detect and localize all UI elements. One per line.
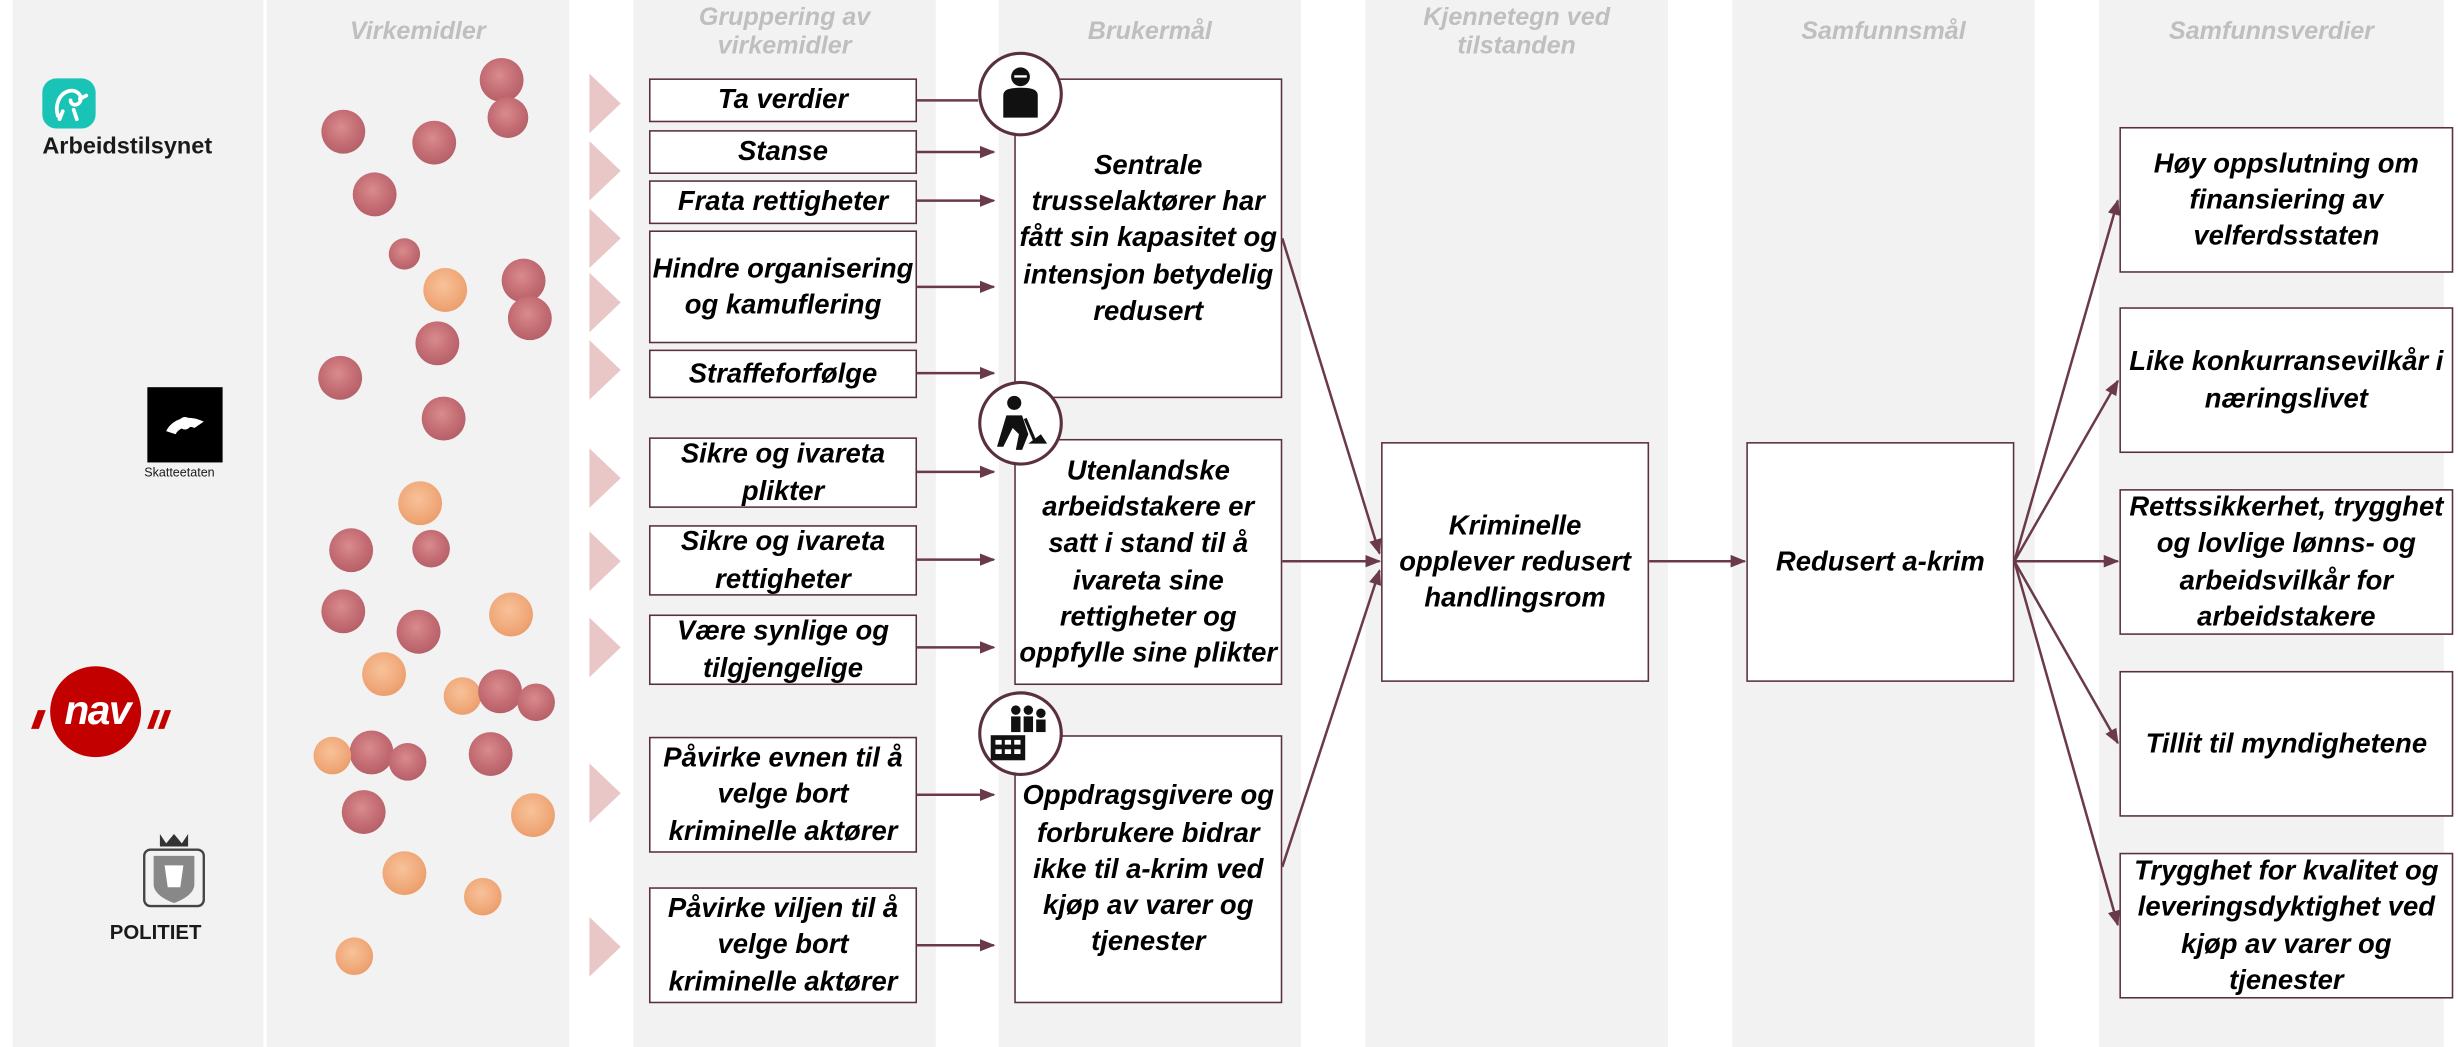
politiet-logo: POLITIET — [97, 828, 254, 947]
person-icon — [978, 51, 1063, 137]
virkemiddel-dot — [396, 609, 441, 654]
group-stanse: Stanse — [648, 130, 918, 175]
virkemiddel-dot — [489, 592, 533, 637]
virkemiddel-dot — [479, 58, 524, 102]
chevron-arrow — [589, 208, 621, 269]
arrow-s-v2 — [2013, 379, 2119, 562]
verdi-trygghet-kjop: Trygghet for kvalitet og leveringsdyktig… — [2119, 852, 2454, 999]
virkemiddel-dot — [321, 109, 366, 154]
arrow-s-v4 — [2013, 560, 2119, 745]
virkemiddel-dot — [318, 355, 363, 400]
verdi-konkurransevilkar: Like konkurransevilkår i næringslivet — [2119, 307, 2454, 454]
group-ta-verdier: Ta verdier — [648, 78, 918, 123]
politiet-label: POLITIET — [109, 920, 202, 944]
virkemiddel-dot — [421, 396, 466, 441]
virkemiddel-dot — [468, 732, 513, 776]
virkemiddel-dot — [464, 877, 502, 916]
header-kjennetegn: Kjennetegn ved tilstanden — [1423, 4, 1611, 60]
virkemiddel-dot — [415, 321, 460, 366]
group-synlige-tilgjengelige: Være synlige og tilgjengelige — [648, 614, 918, 686]
brukermal-utenlandske-arbeidstakere: Utenlandske arbeidstakere er satt i stan… — [1014, 438, 1283, 686]
verdi-rettssikkerhet: Rettssikkerhet, trygghet og lovlige lønn… — [2119, 489, 2454, 635]
virkemiddel-dot — [329, 528, 374, 573]
virkemiddel-dot — [335, 937, 374, 976]
virkemiddel-dot — [352, 172, 397, 217]
virkemiddel-dot — [478, 669, 523, 714]
brukermal-trusselaktorer: Sentrale trusselaktører har fått sin kap… — [1014, 78, 1283, 399]
skatteetaten-label: Skatteetaten — [144, 465, 215, 480]
header-virkemidler: Virkemidler — [349, 18, 486, 46]
skatteetaten-mark-icon — [147, 387, 223, 463]
virkemiddel-dot — [321, 589, 366, 634]
header-samfunnsverdier: Samfunnsverdier — [2168, 18, 2374, 46]
verdi-velferdsstaten: Høy oppslutning om finansiering av velfe… — [2119, 126, 2454, 273]
chevron-arrow — [589, 617, 621, 678]
group-building-icon — [978, 691, 1063, 776]
chevron-arrow — [589, 917, 621, 977]
virkemiddel-dot — [507, 296, 552, 341]
virkemiddel-dot — [388, 238, 421, 270]
header-samfunnsmal: Samfunnsmål — [1801, 18, 1966, 46]
virkemiddel-dot — [412, 529, 450, 568]
arrow-s-v5 — [2013, 560, 2120, 927]
brukermal-oppdragsgivere: Oppdragsgivere og forbrukere bidrar ikke… — [1014, 735, 1283, 1004]
virkemiddel-dot — [511, 793, 555, 838]
arrow-s-v1 — [2013, 199, 2120, 562]
virkemiddel-dot — [487, 97, 529, 138]
group-pavirke-evnen: Påvirke evnen til å velge bort kriminell… — [648, 736, 918, 853]
virkemiddel-dot — [313, 736, 352, 775]
virkemiddel-dot — [501, 258, 546, 303]
chevron-arrow — [589, 448, 621, 508]
virkemiddel-dot — [341, 790, 386, 834]
skatteetaten-logo: Skatteetaten — [141, 384, 235, 486]
nav-logo: nav — [28, 666, 185, 760]
group-straffeforfolge: Straffeforfølge — [648, 349, 918, 399]
arrow-b3-k — [1281, 569, 1382, 868]
nav-label: nav — [64, 686, 131, 734]
arbeidstilsynet-logo: Arbeidstilsynet — [39, 75, 243, 169]
nav-circle — [50, 666, 142, 758]
chevron-arrow — [589, 531, 621, 591]
virkemiddel-dot — [412, 120, 457, 165]
logo-column — [12, 0, 264, 1047]
verdi-tillit: Tillit til myndighetene — [2119, 670, 2454, 817]
group-frata-rettigheter: Frata rettigheter — [648, 180, 918, 225]
virkemiddel-dot — [423, 268, 468, 312]
chevron-arrow — [589, 763, 621, 823]
lion-icon — [42, 78, 96, 129]
header-gruppering: Gruppering av virkemidler — [698, 4, 871, 60]
virkemiddel-dot — [443, 677, 482, 715]
group-sikre-plikter: Sikre og ivareta plikter — [648, 437, 918, 508]
worker-icon — [978, 380, 1063, 466]
chevron-arrow — [589, 272, 621, 333]
virkemiddel-dot — [517, 683, 555, 722]
virkemiddel-dot — [398, 481, 443, 526]
virkemiddel-dot — [349, 730, 394, 775]
chevron-arrow — [589, 340, 621, 400]
header-brukermal: Brukermål — [1087, 18, 1212, 46]
kjennetegn-box: Kriminelle opplever redusert handlingsro… — [1381, 442, 1650, 682]
arbeidstilsynet-label: Arbeidstilsynet — [42, 133, 213, 160]
arrow-b1-k — [1281, 237, 1382, 555]
group-sikre-rettigheter: Sikre og ivareta rettigheter — [648, 525, 918, 596]
column-gruppering — [633, 0, 936, 1047]
group-pavirke-viljen: Påvirke viljen til å velge bort kriminel… — [648, 887, 918, 1004]
virkemiddel-dot — [362, 652, 407, 697]
chevron-arrow — [589, 141, 621, 201]
chevron-arrow — [589, 73, 621, 134]
virkemiddel-dot — [382, 851, 427, 896]
crest-icon — [138, 831, 210, 916]
group-hindre-organisering: Hindre organisering og kamuflering — [648, 230, 918, 344]
samfunnsmal-box: Redusert a-krim — [1746, 442, 2015, 682]
virkemiddel-dot — [388, 743, 427, 781]
